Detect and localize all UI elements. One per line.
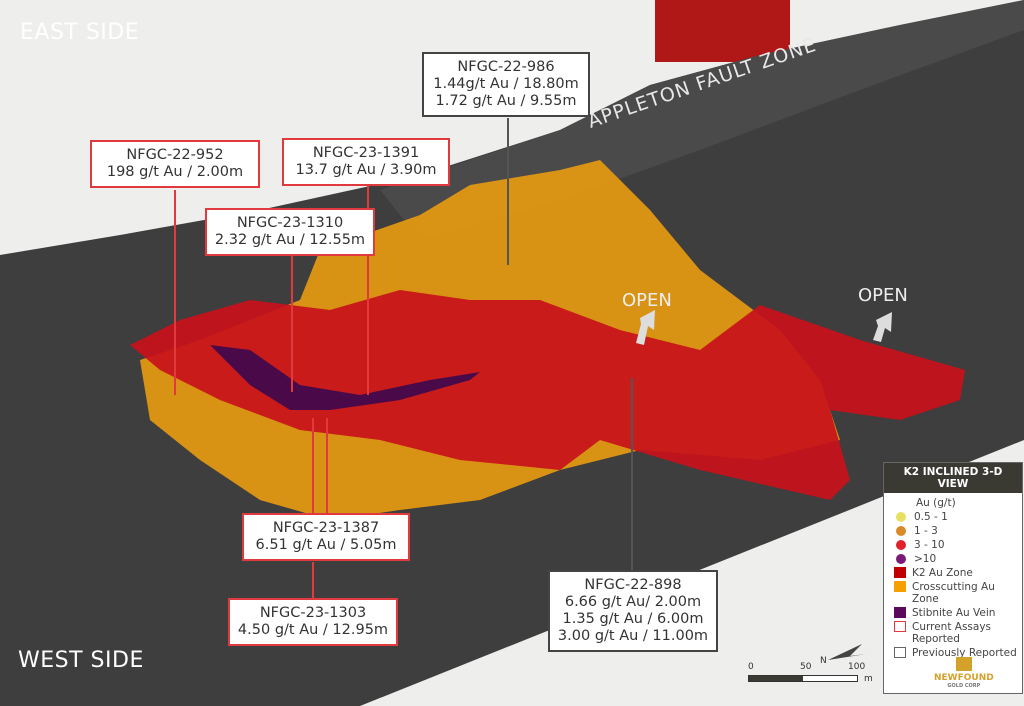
dot-icon [896, 512, 906, 522]
dot-icon [896, 554, 906, 564]
swatch-icon [894, 607, 906, 618]
legend-grade-0: 0.5 - 1 [894, 511, 1022, 523]
box-icon [894, 621, 906, 632]
swatch-icon [894, 567, 906, 578]
legend: K2 INCLINED 3-D VIEW Au (g/t) 0.5 - 1 1 … [883, 462, 1023, 694]
previous-leader-lines [507, 118, 633, 570]
legend-grade-1: 1 - 3 [894, 525, 1022, 537]
legend-grade-3: >10 [894, 553, 1022, 565]
open-arrows [636, 310, 892, 345]
logo-icon [955, 657, 972, 671]
dot-icon [896, 526, 906, 536]
legend-previous: Previously Reported [894, 647, 1022, 659]
stibnite-vein [210, 345, 480, 410]
swatch-icon [894, 581, 906, 592]
legend-zone-crosscutting: Crosscutting Au Zone [894, 581, 1022, 605]
k2-zone [130, 290, 965, 500]
legend-zone-k2: K2 Au Zone [894, 567, 1022, 579]
open-label-right: OPEN [858, 285, 908, 306]
legend-current: Current Assays Reported [894, 621, 1022, 645]
legend-grade-2: 3 - 10 [894, 539, 1022, 551]
dot-icon [896, 540, 906, 550]
north-label: N [820, 656, 827, 666]
legend-zone-stibnite: Stibnite Au Vein [894, 607, 1022, 619]
upper-k2-block [655, 0, 790, 62]
north-arrow-icon [828, 644, 866, 660]
west-side-label: WEST SIDE [18, 648, 144, 673]
box-icon [894, 647, 906, 658]
grade-header: Au (g/t) [916, 497, 956, 509]
legend-title: K2 INCLINED 3-D VIEW [884, 463, 1022, 493]
east-side-label: EAST SIDE [20, 20, 140, 45]
open-label-left: OPEN [622, 290, 672, 311]
